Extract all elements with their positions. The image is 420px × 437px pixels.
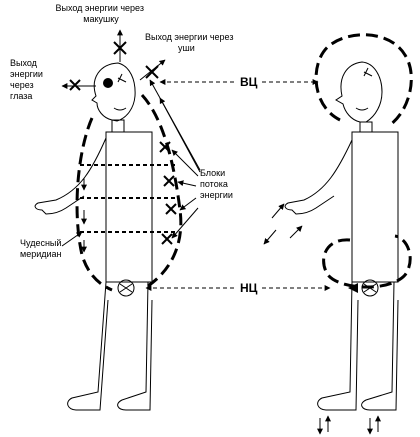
blocks-label: Блоки потока энергии <box>200 168 233 200</box>
upper-center-label: ВЦ <box>240 75 258 89</box>
upper-center-loop <box>314 33 413 127</box>
left-figure <box>34 29 201 411</box>
right-side-dash <box>140 93 183 288</box>
left-ear-dot <box>103 78 113 88</box>
center-connectors: ВЦ НЦ <box>145 75 331 295</box>
energy-block-crosses <box>159 141 177 245</box>
right-figure <box>263 33 413 435</box>
ears-exit-label: Выход энергии через уши <box>145 32 236 53</box>
right-neck <box>359 121 373 133</box>
crown-exit-label: Выход энергии через макушку <box>56 3 147 24</box>
eyes-exit-label: Выход энергии через глаза <box>10 58 45 101</box>
left-hip-center <box>117 279 135 297</box>
right-legs <box>317 281 399 411</box>
lower-center-loop <box>322 234 412 289</box>
left-legs <box>67 281 153 411</box>
right-torso <box>351 131 399 283</box>
left-head <box>91 62 136 122</box>
left-arm <box>34 137 107 215</box>
left-meridian-dash <box>75 117 113 292</box>
left-neck <box>111 119 125 133</box>
left-torso <box>105 131 153 283</box>
meridian-label: Чудесный меридиан <box>20 238 64 259</box>
lower-center-label: НЦ <box>240 281 258 295</box>
left-eye-mark <box>117 73 127 83</box>
right-arm <box>284 139 353 215</box>
left-mouth <box>113 107 127 111</box>
right-head <box>335 61 383 123</box>
